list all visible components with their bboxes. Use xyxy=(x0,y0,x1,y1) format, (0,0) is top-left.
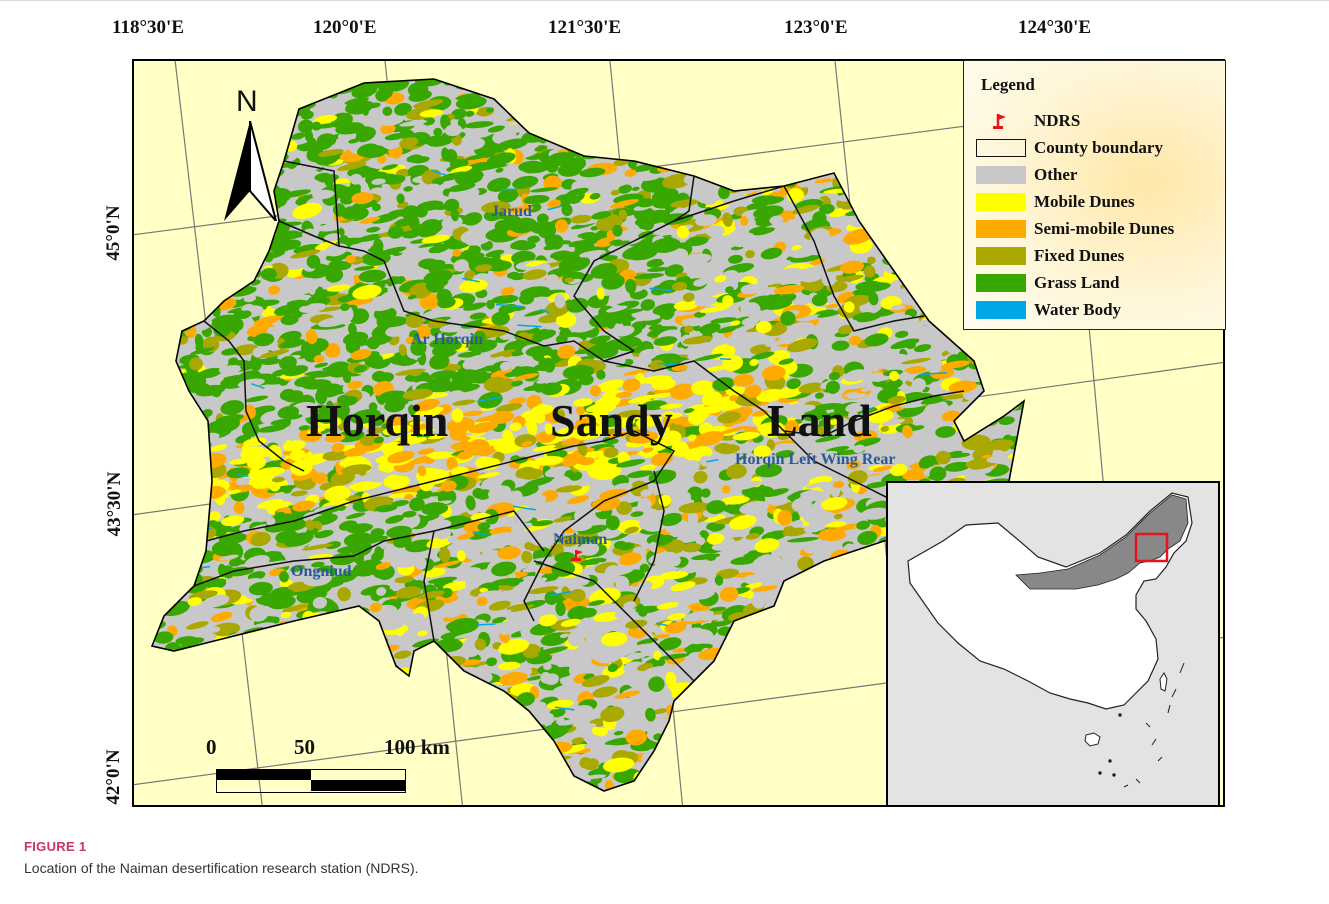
north-arrow: N xyxy=(222,85,278,221)
scale-tick-label: 50 xyxy=(294,735,315,759)
region-label-ar-horqin: Ar Horqin xyxy=(411,331,483,348)
legend-item: NDRS xyxy=(976,111,1080,131)
latitude-label: 42°0'N xyxy=(103,749,124,805)
region-label-jarud: Jarud xyxy=(491,203,532,220)
longitude-label: 118°30'E xyxy=(112,17,185,38)
legend-item: Semi-mobile Dunes xyxy=(976,219,1174,239)
north-label: N xyxy=(236,85,258,118)
legend-label: Water Body xyxy=(1034,300,1122,319)
scale-tick-label: 0 xyxy=(206,735,217,759)
red-flag-icon xyxy=(976,112,1026,130)
legend-item: County boundary xyxy=(976,138,1163,158)
legend-swatch xyxy=(976,220,1026,238)
legend-item: Other xyxy=(976,165,1077,185)
legend-swatch xyxy=(976,274,1026,292)
latitude-label: 43°30'N xyxy=(104,471,125,537)
region-label-horqin-left-wing-rear: Horqin Left Wing Rear xyxy=(735,451,896,468)
legend-swatch xyxy=(976,166,1026,184)
south-china-sea-islands xyxy=(1098,662,1185,788)
map-title-word: Horqin xyxy=(306,395,449,446)
region-label-ongniud: Ongniud xyxy=(291,563,352,580)
red-flag-icon xyxy=(571,550,583,561)
inset-map xyxy=(886,481,1220,807)
legend-title: Legend xyxy=(981,75,1035,94)
hainan-island xyxy=(1084,732,1101,747)
legend-swatch xyxy=(976,301,1026,319)
region-label-naiman: Naiman xyxy=(553,531,608,548)
legend-label: Other xyxy=(1034,165,1078,184)
north-arrow-icon xyxy=(224,121,277,221)
legend-item: Mobile Dunes xyxy=(976,192,1135,212)
china-outline-map xyxy=(907,492,1193,788)
map-title-word: Land xyxy=(767,395,872,446)
legend-label: Grass Land xyxy=(1034,273,1120,292)
inner-mongolia-shape xyxy=(1015,494,1189,590)
legend-swatch xyxy=(976,193,1026,211)
legend-label: County boundary xyxy=(1034,138,1163,157)
legend-item: Grass Land xyxy=(976,273,1120,293)
longitude-label: 123°0'E xyxy=(784,17,848,38)
legend-item: Water Body xyxy=(976,300,1121,320)
top-rule xyxy=(0,0,1329,1)
legend-item: Fixed Dunes xyxy=(976,246,1124,266)
legend-label: Semi-mobile Dunes xyxy=(1034,219,1175,238)
study-area-highlight xyxy=(1134,532,1169,563)
taiwan-island xyxy=(1159,672,1168,692)
figure-caption: Location of the Naiman desertification r… xyxy=(24,860,419,876)
map-title-word: Sandy xyxy=(550,395,673,446)
scale-tick-label: 100 km xyxy=(384,735,450,759)
scale-bar xyxy=(216,769,406,793)
county-boundaries xyxy=(193,160,965,682)
longitude-label: 120°0'E xyxy=(313,17,377,38)
longitude-label: 124°30'E xyxy=(1018,17,1092,38)
latitude-label: 45°0'N xyxy=(103,205,124,261)
legend-swatch xyxy=(976,247,1026,265)
longitude-label: 121°30'E xyxy=(548,17,622,38)
legend-label: Fixed Dunes xyxy=(1034,246,1125,265)
figure-label: FIGURE 1 xyxy=(24,839,87,854)
legend-label: Mobile Dunes xyxy=(1034,192,1135,211)
county-boundary-swatch xyxy=(976,139,1026,157)
legend-label: NDRS xyxy=(1034,111,1081,130)
